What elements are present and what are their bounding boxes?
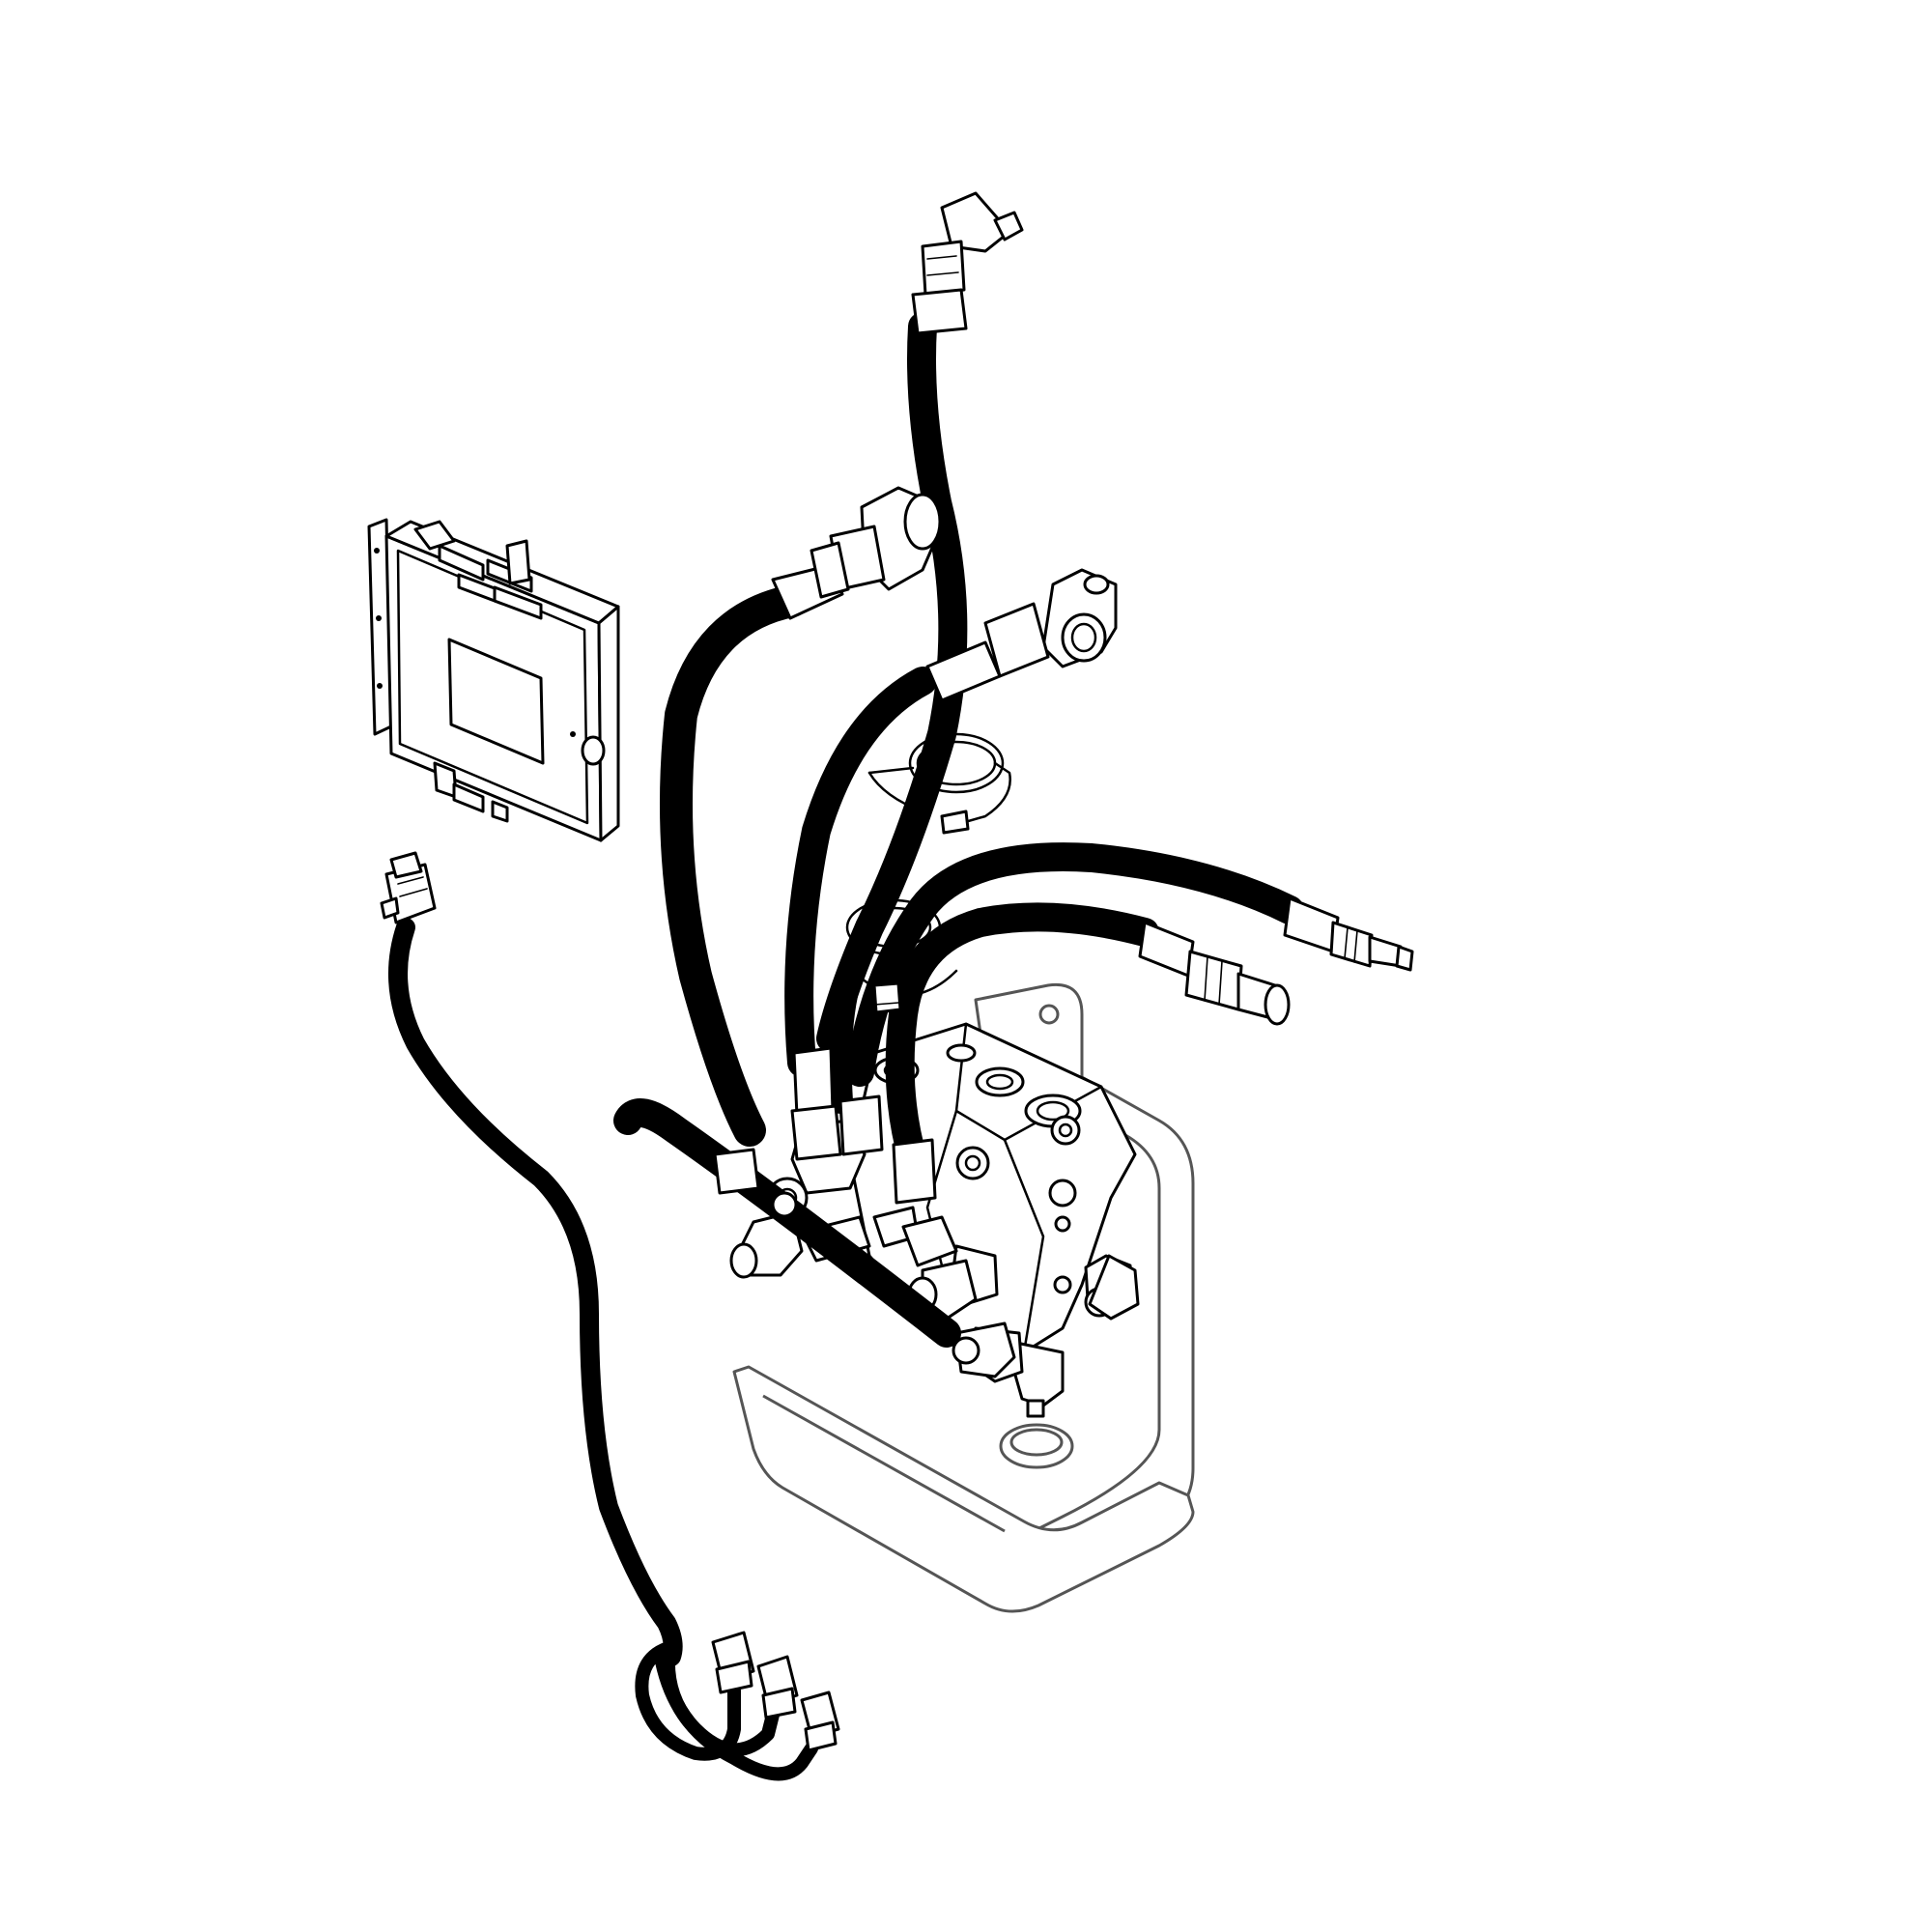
hose-right-lower — [885, 902, 1159, 1174]
valve-plug — [1050, 1115, 1081, 1146]
hose-fittings — [713, 191, 1414, 1218]
harness-connector-latch — [380, 896, 400, 920]
ecm-connector-bottom — [452, 782, 485, 813]
valve-bolt — [1054, 1215, 1071, 1233]
nut-edge — [926, 255, 957, 260]
mounting-bracket — [732, 982, 1195, 1613]
electronic-control-module — [367, 518, 620, 842]
ecm-right-face — [597, 605, 620, 842]
harness-connector-end-boot — [715, 1660, 753, 1694]
hose-short — [826, 963, 863, 1114]
harness-connector-end-boot — [804, 1720, 838, 1752]
valve-port — [975, 1066, 1025, 1097]
ecm-connector-top — [413, 520, 456, 551]
hose-clamp-upper-band — [867, 761, 1011, 828]
hose-clamp-lower-inner — [855, 906, 932, 949]
nut-edge — [1353, 929, 1358, 963]
valve-bolt — [1048, 1179, 1077, 1208]
harness-main-cable — [388, 918, 683, 1666]
hose-upper-long — [816, 312, 968, 1053]
hose-crimp-ferrule — [838, 1094, 884, 1156]
ecm-screw — [570, 731, 576, 737]
hose-crimp-ferrule — [892, 1138, 937, 1205]
hose-clamps — [843, 732, 1011, 1014]
valve-port-inner — [1036, 1100, 1070, 1122]
hose-right-upper — [845, 842, 1304, 1087]
hose-end-port — [771, 1191, 798, 1218]
connector-pin-row — [397, 876, 424, 885]
hose-clamp-lower-screw — [872, 981, 902, 1014]
valve-cartridge-tip — [1026, 1399, 1045, 1418]
valve-elbow-fitting — [901, 1215, 958, 1267]
harness-connector-top-cap — [389, 851, 423, 879]
hose-crimp-ferrule — [713, 1148, 760, 1195]
hose-middle — [784, 667, 937, 1077]
clamp-screw-edge — [873, 1002, 899, 1006]
hose-end-tip — [1395, 945, 1414, 972]
hose-clamp-lower — [845, 898, 942, 956]
valve-port — [946, 1043, 977, 1063]
tee-fitting-middle-nut — [983, 602, 1050, 678]
nut-edge — [1204, 955, 1208, 1002]
ecm-connector-pin — [505, 539, 531, 585]
hose-end-nut — [1184, 950, 1243, 1011]
hose-end-nut — [790, 1104, 842, 1161]
valve-elbow-end — [729, 1242, 758, 1279]
ecm-label-window — [447, 638, 545, 765]
nut-edge — [1344, 926, 1349, 959]
elbow-fitting-tip — [993, 211, 1024, 242]
valve-port-inner — [985, 1073, 1014, 1091]
hose-crimp-ferrule — [925, 640, 1002, 702]
tee-fitting-middle-cap — [1083, 574, 1110, 595]
ecm-indicator-light — [581, 735, 606, 766]
harness-connector-end-boot — [761, 1687, 797, 1719]
bracket-base-hole-inner — [1009, 1428, 1064, 1457]
valve-plug — [955, 1146, 990, 1180]
tee-fitting-middle-port-inner — [1070, 622, 1097, 653]
valve-fitting-port — [952, 1336, 980, 1365]
hose-left-arc — [660, 584, 809, 1147]
connector-pin-row — [399, 888, 428, 897]
harness-branch — [655, 1655, 818, 1781]
hose-clamp-upper — [908, 732, 1005, 794]
hose-crimp-ferrule — [911, 288, 968, 335]
hose-clamp-upper-screw — [940, 810, 970, 835]
elbow-fitting-nut — [921, 240, 966, 297]
hose-crimp-ferrule — [1283, 896, 1340, 953]
nut-edge — [926, 271, 959, 276]
ecm-screw — [374, 548, 380, 554]
hose-clamp-upper-band — [867, 771, 924, 813]
bracket-base-fold — [762, 1394, 1006, 1533]
tee-fitting-hex — [810, 541, 850, 599]
ecm-screw — [376, 615, 382, 621]
valve-block-front-edge — [1003, 1138, 1045, 1354]
bracket-base-plate — [732, 1365, 1195, 1613]
valve-front-hex — [1088, 1254, 1140, 1321]
tee-fitting-upper-port — [903, 493, 942, 551]
hydraulic-hoses — [613, 312, 1304, 1348]
valve-block-side-edge — [925, 1109, 958, 1287]
valve-plug-inner — [1058, 1122, 1073, 1138]
elbow-fitting-top — [940, 191, 1011, 253]
hose-crimp-ferrule — [1138, 921, 1195, 978]
valve-plug-inner — [964, 1154, 981, 1172]
bracket-upper-hole — [1038, 1004, 1060, 1025]
ecm-connector-top — [438, 544, 485, 582]
hose-end-tip — [1264, 983, 1291, 1026]
ecm-connector-top — [493, 585, 543, 620]
ecm-connector-bottom — [491, 800, 509, 823]
hose-end-nut — [1329, 921, 1374, 968]
ecm-screw — [377, 683, 383, 689]
valve-bolt — [1053, 1275, 1072, 1294]
nut-edge — [1218, 960, 1223, 1006]
tee-fitting-middle-port — [1061, 612, 1107, 663]
wiring-harness — [380, 851, 840, 1781]
